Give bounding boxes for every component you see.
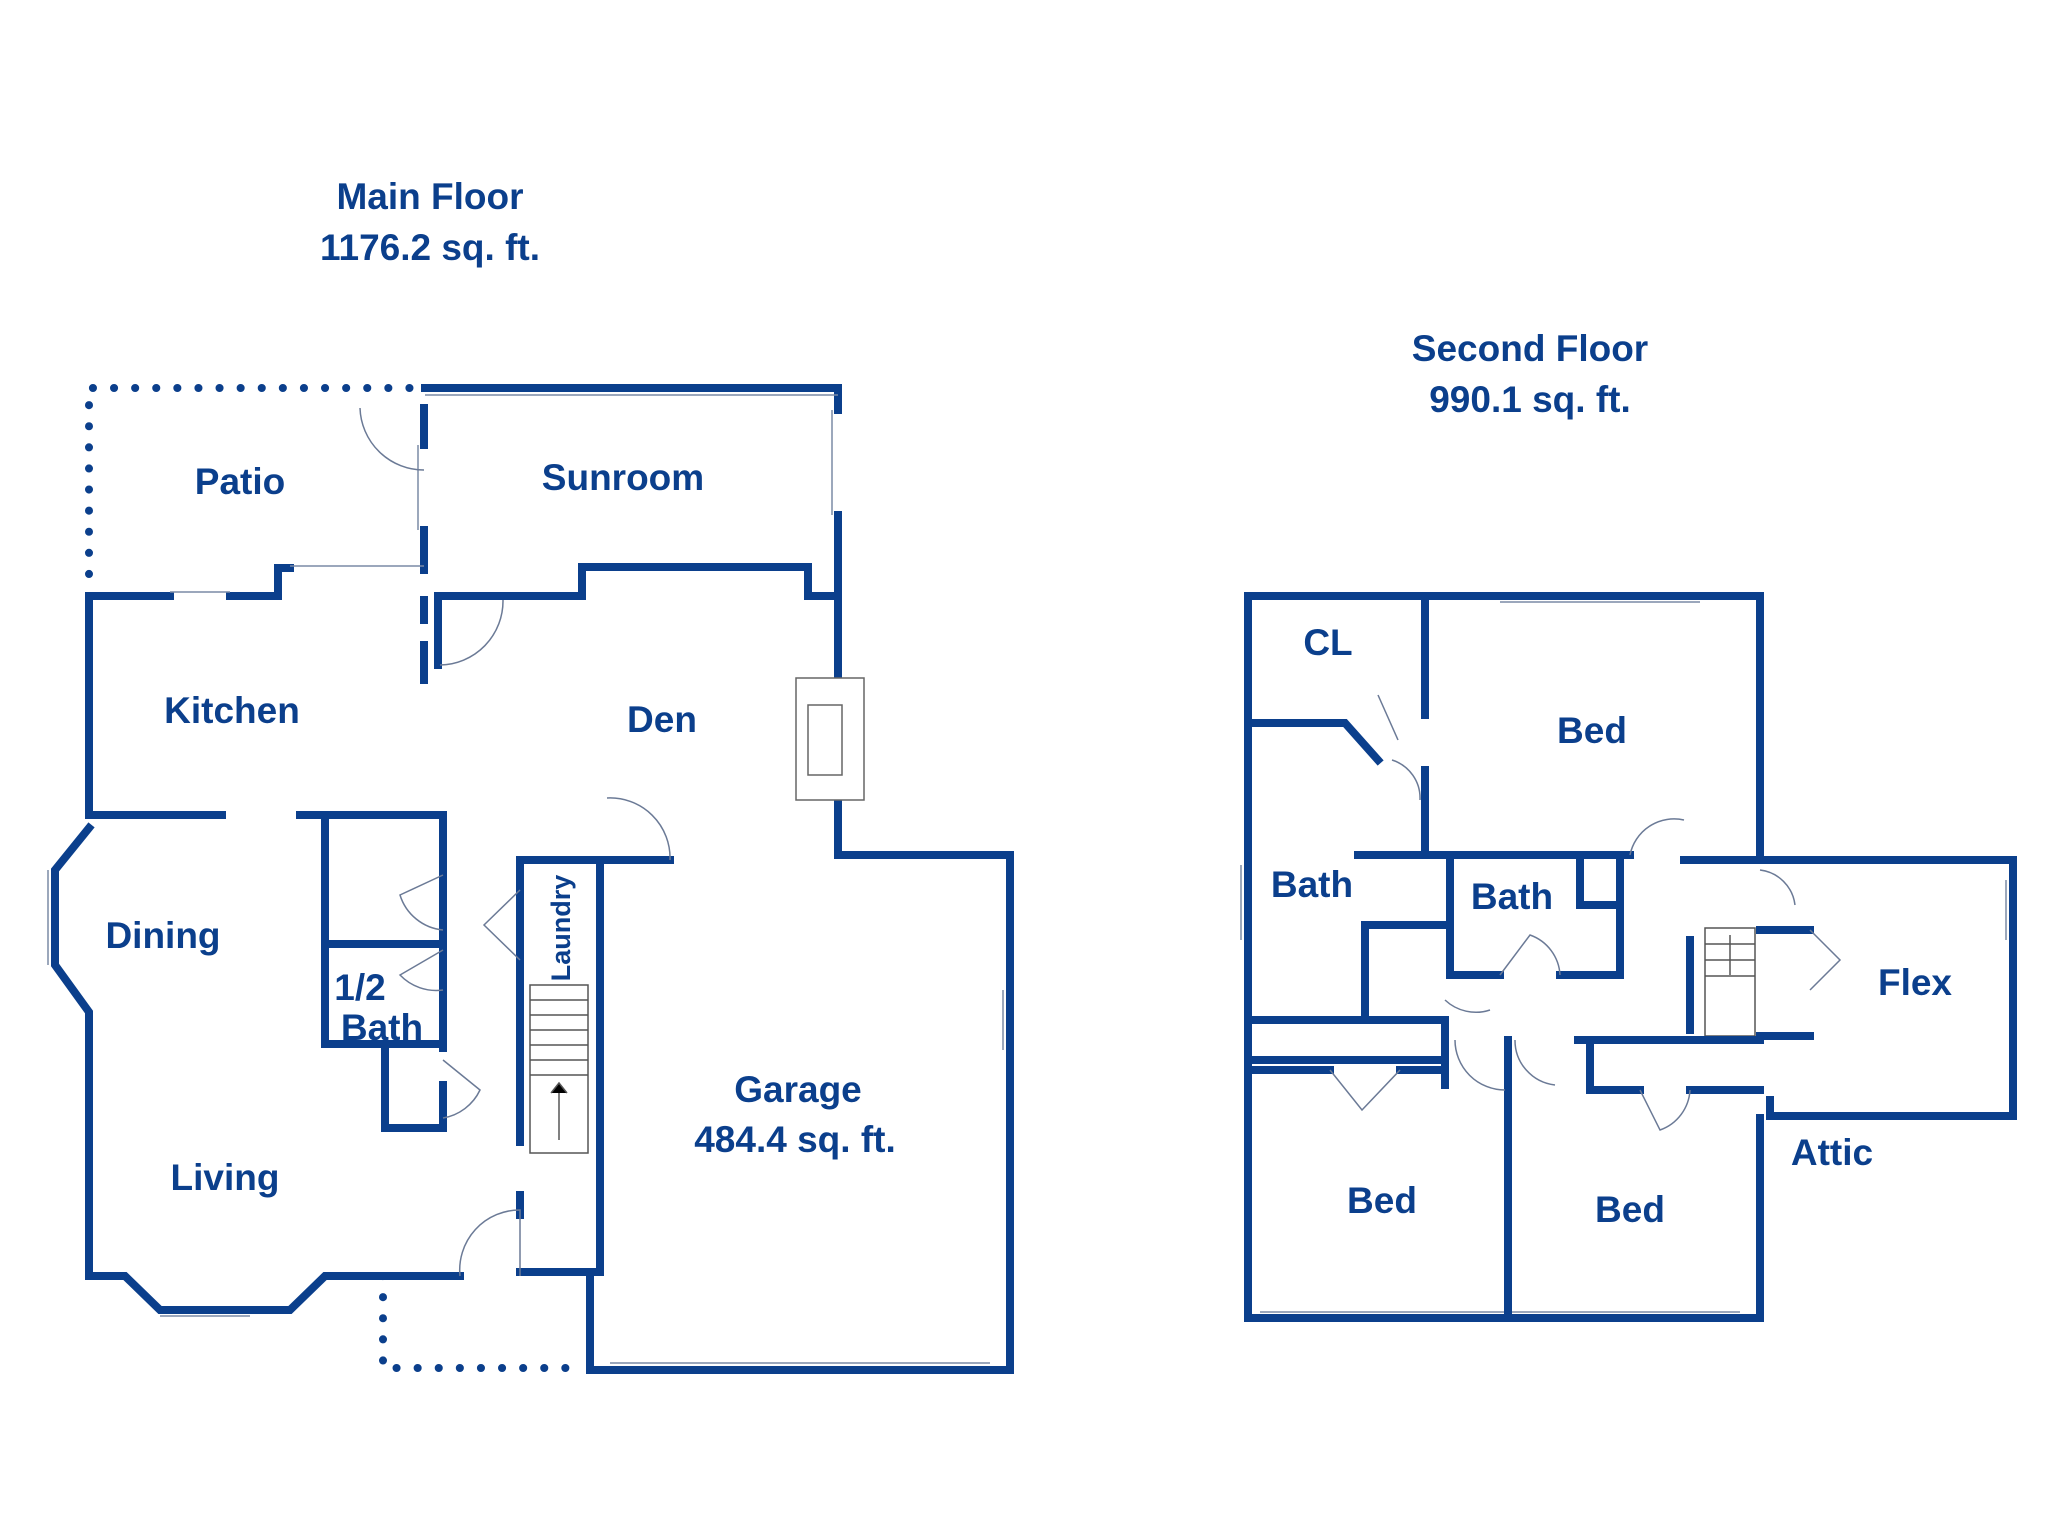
room-laundry: Laundry	[546, 875, 576, 982]
center-bath-walls	[1446, 856, 1504, 979]
room-living: Living	[171, 1157, 280, 1198]
sunroom-wall-top	[421, 384, 842, 414]
second-floor-plan	[1240, 592, 2017, 1322]
room-half-bath-line1: 1/2	[334, 967, 385, 1008]
second-floor-outline	[1244, 592, 2017, 1120]
main-floor-area: 1176.2 sq. ft.	[320, 227, 540, 268]
room-den: Den	[627, 699, 697, 740]
main-floor-plan	[47, 384, 1014, 1374]
room-bed-bottom-right: Bed	[1595, 1189, 1665, 1230]
front-porch-outline	[379, 1272, 584, 1372]
bed-left-door	[1329, 1069, 1401, 1112]
half-bath-walls	[321, 811, 444, 1048]
second-floor-title: Second Floor	[1412, 328, 1648, 369]
room-kitchen: Kitchen	[164, 690, 300, 731]
front-door	[458, 1209, 521, 1277]
room-bed-top: Bed	[1557, 710, 1627, 751]
room-half-bath-line2: Bath	[341, 1007, 423, 1048]
room-sunroom: Sunroom	[542, 457, 704, 498]
room-dining: Dining	[105, 915, 220, 956]
patio-outline	[85, 384, 434, 578]
room-bed-bottom-left: Bed	[1347, 1180, 1417, 1221]
room-garage: Garage	[734, 1069, 862, 1110]
garage-area: 484.4 sq. ft.	[694, 1119, 896, 1160]
room-flex: Flex	[1878, 962, 1952, 1003]
second-floor-area: 990.1 sq. ft.	[1429, 379, 1631, 420]
room-bath-center: Bath	[1471, 876, 1553, 917]
sunroom-door	[359, 407, 425, 471]
living-south-wall	[85, 1272, 464, 1314]
den-door	[439, 599, 504, 666]
room-bath-left: Bath	[1271, 864, 1353, 905]
room-patio: Patio	[195, 461, 285, 502]
room-attic: Attic	[1791, 1132, 1873, 1173]
room-closet: CL	[1303, 622, 1352, 663]
main-floor-title: Main Floor	[336, 176, 523, 217]
